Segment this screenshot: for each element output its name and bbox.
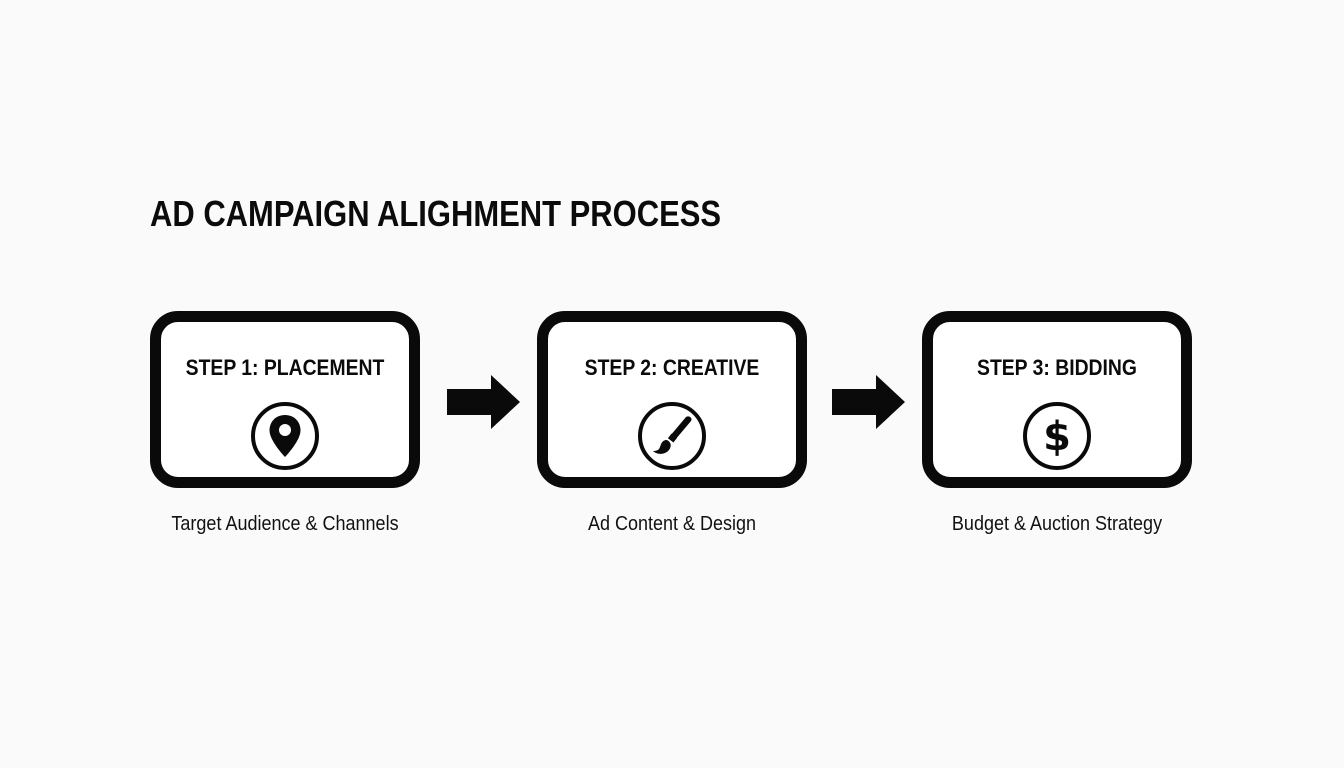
diagram-title: AD CAMPAIGN ALIGHMENT PROCESS [150, 193, 722, 234]
step-3-caption: Budget & Auction Strategy [951, 513, 1163, 535]
step-1-title: STEP 1: PLACEMENT [185, 355, 385, 380]
step-2-caption: Ad Content & Design [587, 513, 757, 535]
step-1-caption: Target Audience & Channels [171, 513, 399, 535]
arrow-right-icon [447, 375, 521, 429]
paintbrush-icon [636, 400, 708, 472]
svg-text:$: $ [1043, 414, 1071, 460]
location-pin-icon [249, 400, 321, 472]
step-3-title: STEP 3: BIDDING [977, 355, 1137, 380]
dollar-icon: $ [1021, 400, 1093, 472]
step-2-title: STEP 2: CREATIVE [584, 355, 760, 380]
step-2-box: STEP 2: CREATIVE [537, 311, 807, 488]
step-3-box: STEP 3: BIDDING $ [922, 311, 1192, 488]
arrow-right-icon [832, 375, 906, 429]
step-1-box: STEP 1: PLACEMENT [150, 311, 420, 488]
